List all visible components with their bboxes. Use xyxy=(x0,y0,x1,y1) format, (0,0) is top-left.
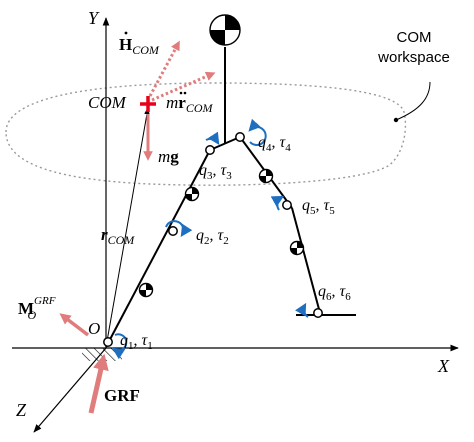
com-marker xyxy=(140,96,156,112)
torque-arc-5 xyxy=(270,195,285,211)
torque-arc-6 xyxy=(295,302,309,318)
joint-4 xyxy=(235,132,245,142)
joint-label-5: q5, τ5 xyxy=(302,197,335,217)
head-com-marker xyxy=(209,14,241,46)
hdot-com-label: HCOM xyxy=(119,31,160,57)
y-axis-label: Y xyxy=(88,8,100,28)
joint-label-1: q1, τ1 xyxy=(120,332,153,352)
workspace-label-line2: workspace xyxy=(377,49,450,66)
joints xyxy=(103,132,323,347)
torque-arc-3 xyxy=(205,131,220,146)
link-com-1 xyxy=(138,282,154,298)
torque-arc-1 xyxy=(111,333,128,360)
r-com-label: rCOM xyxy=(101,225,135,247)
joint-6 xyxy=(313,308,323,318)
link-swing-shank xyxy=(291,207,321,314)
moment-arrow xyxy=(59,313,90,337)
grf-label: GRF xyxy=(104,386,140,405)
r-com-vector xyxy=(105,107,150,348)
m-rddot-com-arrow xyxy=(151,71,216,102)
origin-label: O xyxy=(88,319,100,338)
link-hip-knee xyxy=(209,136,241,151)
hdot-com-symbol: H xyxy=(119,35,132,54)
joint-1 xyxy=(103,337,113,347)
joint-label-6: q6, τ6 xyxy=(318,283,351,303)
workspace-leader-dot xyxy=(393,117,399,123)
link-com-2 xyxy=(184,186,200,202)
mg-label: mg xyxy=(158,147,179,166)
link-com-markers xyxy=(138,168,305,298)
workspace-label-line1: COM xyxy=(397,29,432,46)
x-axis-label: X xyxy=(437,356,450,376)
com-workspace-boundary xyxy=(5,82,407,186)
link-ground-knee xyxy=(105,149,211,348)
joint-2 xyxy=(168,226,178,236)
joint-label-3: q3, τ3 xyxy=(199,162,232,182)
workspace-leader-line xyxy=(395,81,431,121)
r-com-subscript: COM xyxy=(108,233,136,247)
grf-arrow xyxy=(88,353,109,414)
joint-label-4: q4, τ4 xyxy=(258,134,291,154)
joint-labels: q1, τ1 q2, τ2 q3, τ3 q4, τ4 q5, τ5 q6, τ… xyxy=(120,134,351,352)
torque-arc-4 xyxy=(248,118,267,146)
hdot-com-subscript: COM xyxy=(132,43,160,57)
com-label: COM xyxy=(88,93,127,112)
m-rddot-com-label: mrCOM xyxy=(166,91,213,115)
torque-arc-2 xyxy=(165,220,193,238)
joint-3 xyxy=(205,145,215,155)
joint-label-2: q2, τ2 xyxy=(196,227,229,247)
joint-5 xyxy=(282,200,292,210)
head-com-disk xyxy=(209,14,241,46)
svg-text:HCOM: HCOM xyxy=(119,35,160,57)
link-com-4 xyxy=(289,240,305,256)
r-com-symbol: r xyxy=(101,225,108,244)
svg-text:mrCOM: mrCOM xyxy=(166,93,213,115)
link-com-3 xyxy=(258,168,274,184)
torque-arcs xyxy=(111,118,309,360)
z-axis-label: Z xyxy=(16,400,27,420)
